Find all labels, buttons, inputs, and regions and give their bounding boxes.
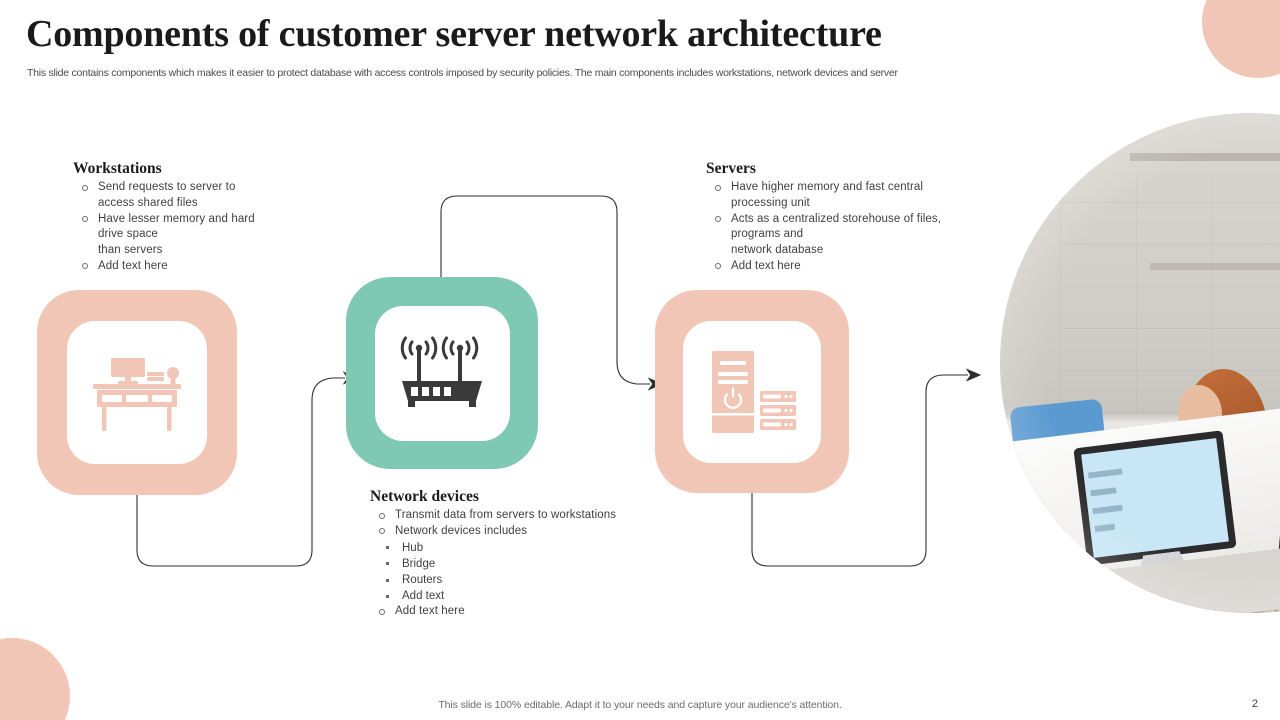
bullet-circle-icon	[715, 216, 721, 223]
node-network-devices[interactable]	[346, 277, 538, 469]
list-item: Bridge	[376, 556, 700, 572]
bullet-circle-icon	[82, 216, 88, 223]
footer-note: This slide is 100% editable. Adapt it to…	[438, 699, 842, 711]
text-block-workstations: Workstations Send requests to server to …	[73, 160, 363, 275]
list-item: Have lesser memory and hard drive space …	[73, 212, 363, 259]
text-block-network-devices: Network devices Transmit data from serve…	[370, 488, 700, 620]
node-servers-icon-plate	[683, 320, 821, 463]
node-servers[interactable]	[655, 290, 849, 493]
heading-workstations: Workstations	[73, 160, 162, 177]
bullet-circle-icon	[82, 184, 88, 191]
list-item-text: Bridge	[402, 557, 436, 570]
list-item-text: Send requests to server to access shared…	[98, 181, 236, 209]
sub-bullet-list-network-devices: Hub Bridge Routers Add text	[376, 540, 700, 605]
wifi-router-icon	[400, 336, 482, 407]
bullet-circle-icon	[715, 263, 721, 270]
bullet-list-network-devices-tail: Add text here	[370, 604, 700, 620]
list-item-text: Transmit data from servers to workstatio…	[395, 509, 617, 521]
node-workstations[interactable]	[37, 290, 237, 495]
list-item: Network devices includes	[370, 524, 700, 540]
list-item-text: Acts as a centralized storehouse of file…	[731, 212, 942, 257]
node-workstations-icon-plate	[67, 321, 207, 464]
connector-workstations-to-network	[136, 371, 359, 567]
list-item: Add text	[376, 588, 700, 604]
connector-network-to-servers	[440, 195, 664, 391]
heading-servers: Servers	[706, 160, 756, 177]
desk-workstation-icon	[93, 357, 181, 431]
list-item: Have higher memory and fast central proc…	[706, 180, 1006, 212]
list-item: Acts as a centralized storehouse of file…	[706, 212, 1006, 259]
list-item: Add text here	[706, 259, 1006, 275]
bullet-circle-icon	[379, 608, 385, 615]
list-item-text: Add text here	[395, 605, 465, 618]
list-item-text: Routers	[402, 574, 443, 586]
bullet-square-icon	[386, 578, 389, 582]
list-item-text: Add text here	[98, 259, 168, 272]
bullet-circle-icon	[715, 184, 721, 191]
list-item: Send requests to server to access shared…	[73, 180, 363, 212]
page-subtitle: This slide contains components which mak…	[27, 67, 898, 79]
list-item: Transmit data from servers to workstatio…	[370, 508, 700, 524]
bullet-circle-icon	[82, 263, 88, 270]
bullet-square-icon	[386, 594, 389, 598]
list-item-text: Have lesser memory and hard drive space …	[98, 212, 255, 257]
list-item-text: Add text here	[731, 259, 801, 272]
list-item-text: Network devices includes	[395, 524, 528, 537]
bullet-square-icon	[386, 562, 389, 566]
server-tower-icon	[712, 350, 796, 433]
list-item: Hub	[376, 540, 700, 556]
node-network-icon-plate	[374, 305, 510, 441]
page-title: Components of customer server network ar…	[26, 13, 882, 55]
bullet-list-workstations: Send requests to server to access shared…	[73, 180, 363, 275]
list-item-text: Hub	[402, 541, 424, 554]
heading-network-devices: Network devices	[370, 488, 479, 505]
list-item-text: Have higher memory and fast central proc…	[731, 181, 924, 209]
office-team-working-photo	[1000, 113, 1280, 613]
bullet-circle-icon	[379, 512, 385, 519]
connector-servers-to-output	[751, 368, 982, 567]
page-number: 2	[1251, 698, 1258, 710]
text-block-servers: Servers Have higher memory and fast cent…	[706, 160, 1006, 275]
list-item: Routers	[376, 572, 700, 588]
bullet-square-icon	[386, 546, 389, 550]
bullet-list-network-devices: Transmit data from servers to workstatio…	[370, 508, 700, 540]
list-item: Add text here	[73, 259, 363, 275]
bullet-list-servers: Have higher memory and fast central proc…	[706, 180, 1006, 275]
list-item-text: Add text	[402, 590, 445, 603]
list-item: Add text here	[370, 604, 700, 620]
bullet-circle-icon	[379, 528, 385, 535]
